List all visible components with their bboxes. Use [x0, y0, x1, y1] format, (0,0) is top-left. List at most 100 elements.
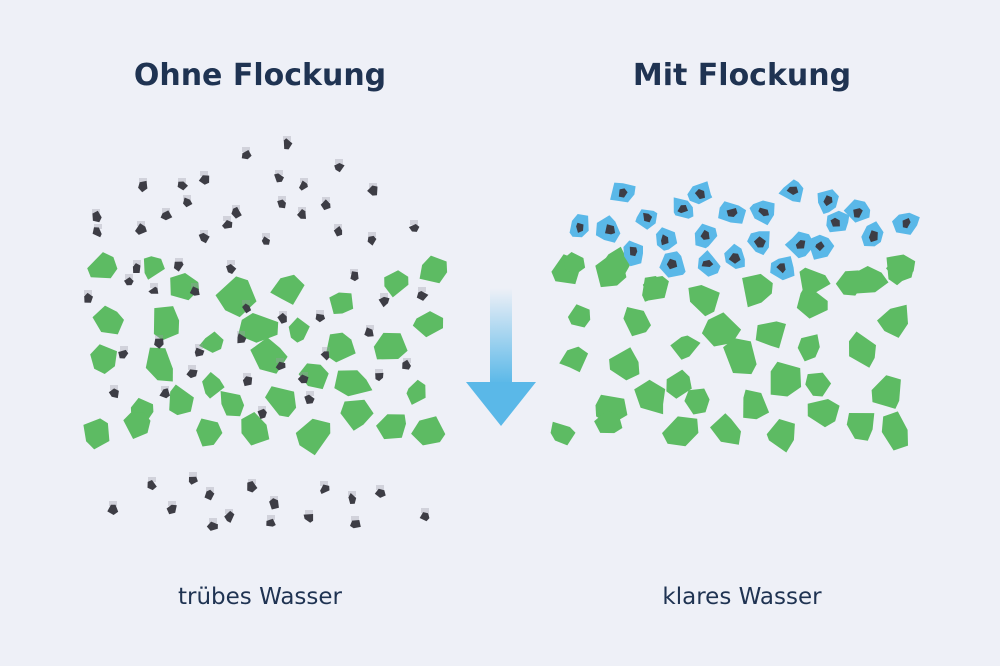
- dirt-particle: [728, 253, 741, 264]
- green-particle: [595, 252, 627, 288]
- green-particle: [846, 413, 875, 441]
- dirt-particle: [666, 258, 678, 270]
- dirt-shadow: [262, 233, 270, 238]
- dirt-particle: [166, 504, 177, 515]
- dirt-particle: [320, 199, 331, 211]
- green-particle: [384, 270, 409, 298]
- green-particle: [634, 379, 666, 415]
- dirt-particle: [726, 208, 738, 217]
- dirt-particle: [416, 291, 429, 301]
- dirt-shadow: [223, 216, 231, 221]
- dirt-shadow: [258, 406, 266, 411]
- dirt-particle: [823, 195, 833, 207]
- dirt-particle: [661, 234, 669, 246]
- dirt-particle: [776, 263, 786, 274]
- dirt-shadow: [306, 391, 314, 396]
- green-particle: [92, 305, 124, 335]
- green-particle: [567, 304, 591, 328]
- green-particle: [196, 418, 223, 447]
- dirt-particle: [408, 224, 420, 232]
- dirt-shadow: [191, 283, 199, 288]
- dirt-particle: [350, 271, 359, 282]
- dirt-shadow: [410, 220, 418, 225]
- dirt-shadow: [206, 487, 214, 492]
- green-particle: [688, 285, 720, 317]
- dirt-particle: [138, 180, 148, 193]
- dirt-shadow: [376, 485, 384, 490]
- dirt-shadow: [305, 510, 313, 515]
- dirt-particle: [275, 361, 286, 371]
- green-particle: [563, 252, 586, 275]
- dirt-particle: [231, 206, 242, 219]
- dirt-particle: [304, 394, 315, 404]
- dirt-particle: [242, 376, 253, 387]
- dirt-particle: [186, 369, 198, 379]
- green-particle: [265, 386, 297, 418]
- green-particle: [877, 304, 908, 338]
- green-particle: [295, 418, 331, 456]
- dirt-particle: [629, 246, 638, 257]
- dirt-shadow: [316, 310, 324, 315]
- dirt-shadow: [380, 293, 388, 298]
- green-particle: [742, 273, 773, 308]
- dirt-shadow: [300, 372, 308, 377]
- green-particle: [199, 331, 224, 353]
- dirt-shadow: [137, 221, 145, 226]
- dirt-particle: [830, 217, 840, 227]
- green-particle: [701, 312, 742, 347]
- dirt-particle: [242, 303, 252, 314]
- green-particle: [799, 267, 831, 296]
- green-particle: [90, 344, 117, 374]
- dirt-shadow: [334, 224, 342, 229]
- dirt-shadow: [335, 159, 343, 164]
- right-floc-particles: [569, 179, 920, 281]
- dirt-shadow: [162, 208, 170, 213]
- dirt-particle: [247, 481, 258, 493]
- green-particle: [334, 370, 373, 397]
- dirt-shadow: [320, 481, 328, 486]
- dirt-particle: [92, 210, 102, 223]
- dirt-particle: [237, 333, 247, 344]
- green-particle: [419, 255, 448, 284]
- green-particle: [871, 375, 901, 409]
- green-particle: [202, 372, 225, 399]
- green-particle: [559, 346, 589, 373]
- green-particle: [710, 413, 741, 445]
- dirt-shadow: [209, 518, 217, 523]
- dirt-particle: [378, 296, 390, 308]
- green-particle: [743, 389, 770, 420]
- right-green-particles: [550, 246, 916, 453]
- left-green-particles: [83, 252, 448, 456]
- dirt-particle: [367, 185, 378, 196]
- dirt-shadow: [227, 260, 235, 265]
- dirt-shadow: [94, 224, 102, 229]
- dirt-particle: [320, 484, 330, 494]
- dirt-particle: [375, 372, 384, 382]
- dirt-particle: [786, 186, 799, 195]
- green-particle: [83, 418, 110, 450]
- green-particle: [145, 347, 173, 382]
- green-particle: [406, 379, 426, 405]
- green-particle: [684, 388, 710, 415]
- green-particle: [766, 419, 795, 453]
- green-particle: [220, 391, 245, 417]
- dirt-particle: [173, 261, 184, 272]
- dirt-particle: [402, 359, 411, 370]
- dirt-particle: [266, 518, 276, 527]
- dirt-shadow: [225, 509, 233, 514]
- dirt-shadow: [348, 491, 356, 496]
- dirt-particle: [269, 498, 279, 510]
- dirt-particle: [92, 227, 102, 238]
- green-particle: [329, 292, 354, 314]
- dirt-particle: [677, 205, 688, 214]
- dirt-particle: [148, 286, 159, 294]
- left-panel-title: Ohne Flockung: [133, 58, 387, 93]
- dirt-shadow: [133, 260, 141, 265]
- green-particle: [412, 311, 444, 338]
- dirt-particle: [107, 504, 119, 515]
- green-particle: [87, 252, 118, 279]
- dirt-particle: [194, 347, 205, 357]
- green-particle: [670, 335, 701, 360]
- dirt-shadow: [350, 269, 358, 274]
- dirt-particle: [135, 223, 147, 235]
